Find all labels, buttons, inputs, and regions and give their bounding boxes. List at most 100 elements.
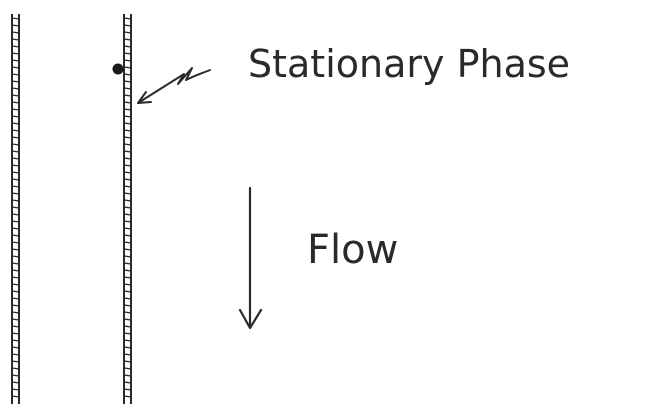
left-column-wall [11, 14, 20, 404]
right-hatch-rung [123, 24, 132, 27]
right-hatch-rung [123, 150, 132, 153]
right-hatch-rung [123, 171, 132, 174]
left-hatch-rung [11, 136, 20, 139]
left-hatch-rung [11, 129, 20, 132]
left-hatch-rung [11, 220, 20, 223]
right-hatch-rung [123, 157, 132, 160]
left-hatch-rung [11, 66, 20, 69]
right-hatch-rung [123, 192, 132, 195]
left-hatch-rung [11, 31, 20, 34]
right-hatch-rung [123, 248, 132, 251]
left-hatch-rung [11, 185, 20, 188]
left-hatch-rung [11, 388, 20, 391]
right-hatch-rung [123, 178, 132, 181]
left-hatch-rung [11, 269, 20, 272]
right-hatch-rung [123, 290, 132, 293]
left-hatch-rung [11, 227, 20, 230]
left-hatch-rung [11, 17, 20, 20]
analyte-dot [112, 63, 124, 75]
right-hatch-rung [123, 59, 132, 62]
left-hatch-rung [11, 213, 20, 216]
right-hatch-rung [123, 325, 132, 328]
right-hatch-rung [123, 66, 132, 69]
left-hatch-rung [11, 332, 20, 335]
right-hatch-rung [123, 31, 132, 34]
left-hatch-rung [11, 199, 20, 202]
left-hatch-rung [11, 353, 20, 356]
left-hatch-rung [11, 94, 20, 97]
left-hatch-rung [11, 290, 20, 293]
left-hatch-rung [11, 150, 20, 153]
left-hatch-rung [11, 297, 20, 300]
right-hatch-rung [123, 339, 132, 342]
right-hatch-rung [123, 381, 132, 384]
right-hatch-rung [123, 213, 132, 216]
left-hatch-rung [11, 255, 20, 258]
pointer-arrowhead [137, 91, 152, 104]
right-hatch-rung [123, 241, 132, 244]
right-hatch-rung [123, 220, 132, 223]
right-hatch-rung [123, 332, 132, 335]
left-hatch-rung [11, 276, 20, 279]
left-hatch-rung [11, 122, 20, 125]
right-hatch-rung [123, 80, 132, 83]
right-hatch-rung [123, 318, 132, 321]
right-hatch-rung [123, 73, 132, 76]
left-hatch-rung [11, 234, 20, 237]
left-hatch-rung [11, 52, 20, 55]
right-hatch-rung [123, 206, 132, 209]
left-hatch-rung [11, 318, 20, 321]
left-hatch-rung [11, 311, 20, 314]
left-hatch-rung [11, 248, 20, 251]
left-hatch-rung [11, 241, 20, 244]
right-hatch-rung [123, 269, 132, 272]
left-hatch-rung [11, 192, 20, 195]
left-hatch-rung [11, 80, 20, 83]
left-wall-hatching [11, 17, 20, 398]
right-hatch-rung [123, 136, 132, 139]
pointer-arrow-line [137, 67, 211, 104]
right-hatch-rung [123, 360, 132, 363]
right-hatch-rung [123, 17, 132, 20]
left-hatch-rung [11, 24, 20, 27]
right-hatch-rung [123, 297, 132, 300]
left-hatch-rung [11, 38, 20, 41]
right-hatch-rung [123, 38, 132, 41]
right-hatch-rung [123, 101, 132, 104]
left-hatch-rung [11, 325, 20, 328]
left-hatch-rung [11, 108, 20, 111]
left-hatch-rung [11, 59, 20, 62]
left-hatch-rung [11, 143, 20, 146]
left-hatch-rung [11, 178, 20, 181]
right-hatch-rung [123, 227, 132, 230]
stationary-phase-label: Stationary Phase [248, 42, 570, 86]
right-hatch-rung [123, 52, 132, 55]
right-hatch-rung [123, 185, 132, 188]
right-hatch-rung [123, 234, 132, 237]
left-hatch-rung [11, 157, 20, 160]
right-hatch-rung [123, 388, 132, 391]
left-hatch-rung [11, 346, 20, 349]
left-hatch-rung [11, 374, 20, 377]
left-hatch-rung [11, 164, 20, 167]
right-hatch-rung [123, 311, 132, 314]
left-hatch-rung [11, 360, 20, 363]
right-hatch-rung [123, 115, 132, 118]
right-hatch-rung [123, 276, 132, 279]
right-hatch-rung [123, 45, 132, 48]
left-hatch-rung [11, 283, 20, 286]
left-hatch-rung [11, 87, 20, 90]
right-hatch-rung [123, 108, 132, 111]
right-hatch-rung [123, 353, 132, 356]
left-hatch-rung [11, 45, 20, 48]
right-hatch-rung [123, 304, 132, 307]
left-hatch-rung [11, 101, 20, 104]
right-hatch-rung [123, 199, 132, 202]
right-column-wall [123, 14, 132, 404]
right-hatch-rung [123, 129, 132, 132]
right-hatch-rung [123, 87, 132, 90]
right-hatch-rung [123, 395, 132, 398]
left-hatch-rung [11, 395, 20, 398]
